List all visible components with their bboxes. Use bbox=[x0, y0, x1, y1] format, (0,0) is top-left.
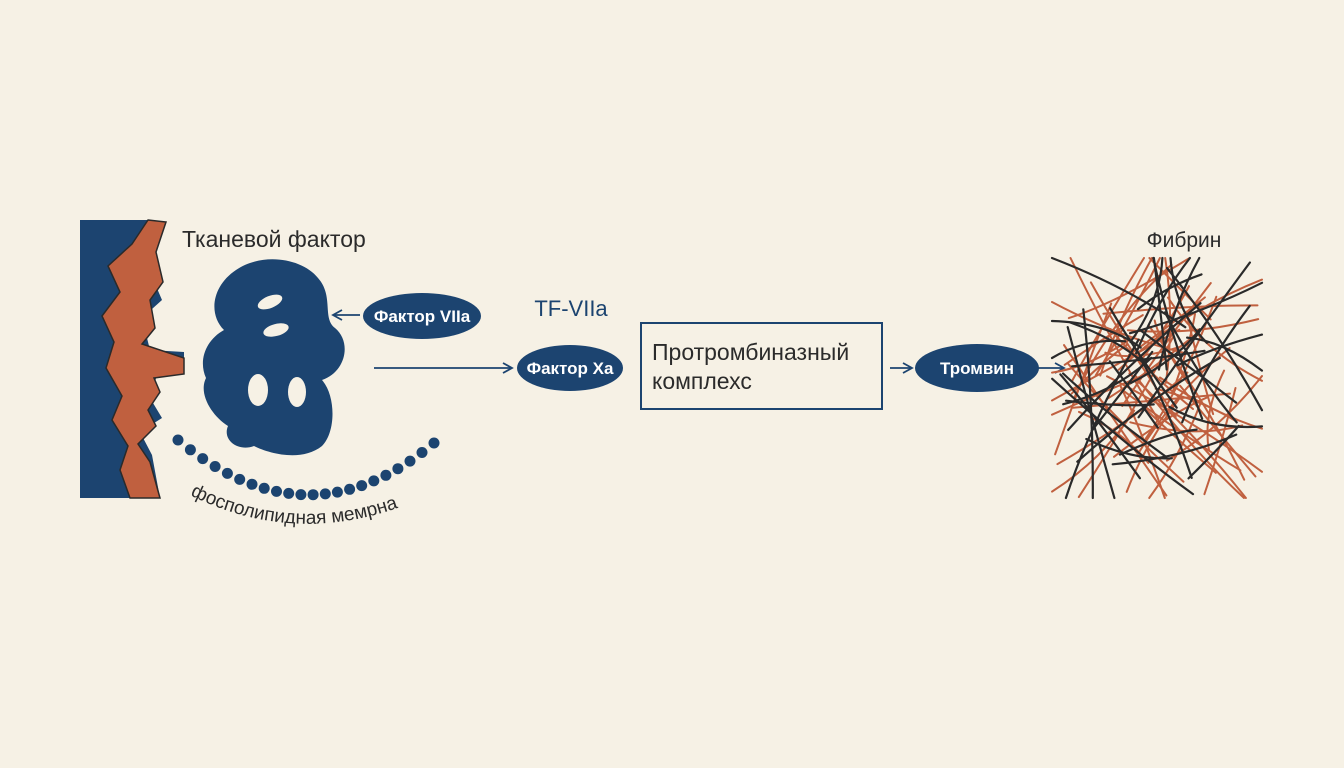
fibrin-strand bbox=[1128, 281, 1264, 335]
fibrin-strand bbox=[1169, 256, 1208, 344]
membrane-dot bbox=[172, 434, 184, 446]
fibrin-label: Фибрин bbox=[1147, 229, 1222, 252]
cell-wall-rust-layer bbox=[101, 219, 185, 499]
fibrin-strand bbox=[1129, 256, 1164, 344]
cell-wall bbox=[80, 219, 185, 499]
fibrin-strand bbox=[1108, 360, 1159, 429]
fibrin-strand bbox=[1063, 314, 1144, 366]
membrane-dot bbox=[380, 469, 392, 481]
fibrin-strand bbox=[1147, 324, 1246, 481]
membrane-dot bbox=[368, 475, 380, 487]
membrane-dot bbox=[356, 480, 368, 492]
membrane-dot bbox=[246, 478, 258, 490]
membrane-dot bbox=[416, 447, 428, 458]
fibrin-strand bbox=[1165, 267, 1264, 412]
thrombin-label: Тромвин bbox=[940, 359, 1014, 378]
membrane-dot bbox=[283, 487, 295, 499]
blob-hole bbox=[263, 323, 289, 337]
fibrin-strand bbox=[1076, 356, 1221, 463]
fibrin-strand bbox=[1069, 321, 1150, 369]
fibrin-strand bbox=[1051, 377, 1195, 496]
membrane-label-path: фосполипидная мемрна bbox=[188, 481, 400, 529]
fibrin-mesh bbox=[1050, 256, 1264, 500]
factor-viia-node: Фактор VIIa bbox=[363, 293, 481, 339]
fibrin-strand bbox=[1163, 311, 1238, 424]
fibrin-strand bbox=[1104, 346, 1181, 358]
fibrin-strand bbox=[1085, 437, 1173, 460]
membrane-dot bbox=[221, 467, 233, 479]
fibrin-strand bbox=[1137, 347, 1231, 454]
tissue-factor-protein bbox=[202, 259, 345, 456]
blob-hole bbox=[248, 374, 268, 406]
prothrombinase-rect bbox=[640, 322, 883, 410]
membrane-dot bbox=[392, 463, 404, 475]
factor-xa-node: Фактор Xa bbox=[517, 345, 623, 391]
fibrin-strand bbox=[1070, 343, 1129, 395]
membrane-dot bbox=[331, 486, 343, 498]
membrane-dot bbox=[209, 461, 221, 472]
thrombin-node: Тромвин bbox=[915, 344, 1039, 392]
membrane-dot bbox=[307, 489, 319, 501]
fibrin-strand bbox=[1067, 257, 1190, 320]
tf-viia-label: TF-VIIa bbox=[534, 296, 608, 321]
blob-hole bbox=[288, 377, 306, 407]
fibrin-strand bbox=[1187, 424, 1240, 480]
fibrin-strand bbox=[1138, 356, 1193, 479]
membrane-dot bbox=[271, 485, 282, 497]
membrane-dot bbox=[197, 453, 209, 465]
fibrin-strand bbox=[1102, 304, 1259, 315]
fibrin-strand bbox=[1129, 328, 1201, 384]
membrane-dot bbox=[319, 488, 331, 500]
factor-viia-ellipse bbox=[363, 293, 481, 339]
factor-xa-label: Фактор Xa bbox=[527, 359, 614, 378]
thrombin-ellipse bbox=[915, 344, 1039, 392]
fibrin-strand bbox=[1063, 344, 1168, 497]
fibrin-strand bbox=[1067, 302, 1202, 431]
fibrin-strand bbox=[1181, 304, 1251, 424]
membrane-dot bbox=[344, 483, 356, 495]
prothrombinase-line2: комплехс bbox=[652, 368, 752, 394]
membrane-dot bbox=[234, 473, 246, 485]
factor-viia-label: Фактор VIIa bbox=[374, 307, 471, 326]
fibrin-strand bbox=[1050, 256, 1187, 329]
fibrin-strand bbox=[1064, 338, 1140, 500]
membrane-dot bbox=[295, 489, 307, 501]
prothrombinase-line1: Протромбиназный bbox=[652, 339, 849, 365]
tissue-factor-blob bbox=[202, 259, 345, 456]
fibrin-strand bbox=[1152, 256, 1168, 371]
fibrin-strand bbox=[1138, 328, 1238, 404]
tissue-factor-label: Тканевой фактор bbox=[182, 226, 366, 252]
fibrin-strand bbox=[1135, 256, 1191, 355]
prothrombinase-complex-box: Протромбиназный комплехс bbox=[640, 322, 883, 410]
blob-hole bbox=[257, 294, 283, 310]
membrane-dot bbox=[184, 444, 196, 456]
fibrin-strand bbox=[1117, 278, 1263, 371]
fibrin-strand bbox=[1168, 405, 1264, 429]
factor-xa-ellipse bbox=[517, 345, 623, 391]
membrane-dot bbox=[258, 482, 270, 494]
fibrin-strand bbox=[1050, 339, 1127, 360]
fibrin-strand bbox=[1137, 261, 1251, 419]
fibrin-strand bbox=[1119, 385, 1166, 499]
fibrin-strand bbox=[1071, 349, 1206, 368]
fibrin-strand bbox=[1133, 373, 1245, 499]
fibrin-strand bbox=[1090, 350, 1154, 432]
fibrin-strand bbox=[1050, 319, 1142, 349]
membrane-label: фосполипидная мемрна bbox=[188, 481, 400, 529]
membrane-dot bbox=[404, 455, 416, 467]
fibrin-strand bbox=[1118, 428, 1198, 456]
phospholipid-membrane-dots bbox=[172, 434, 440, 501]
membrane-dot bbox=[428, 437, 440, 449]
